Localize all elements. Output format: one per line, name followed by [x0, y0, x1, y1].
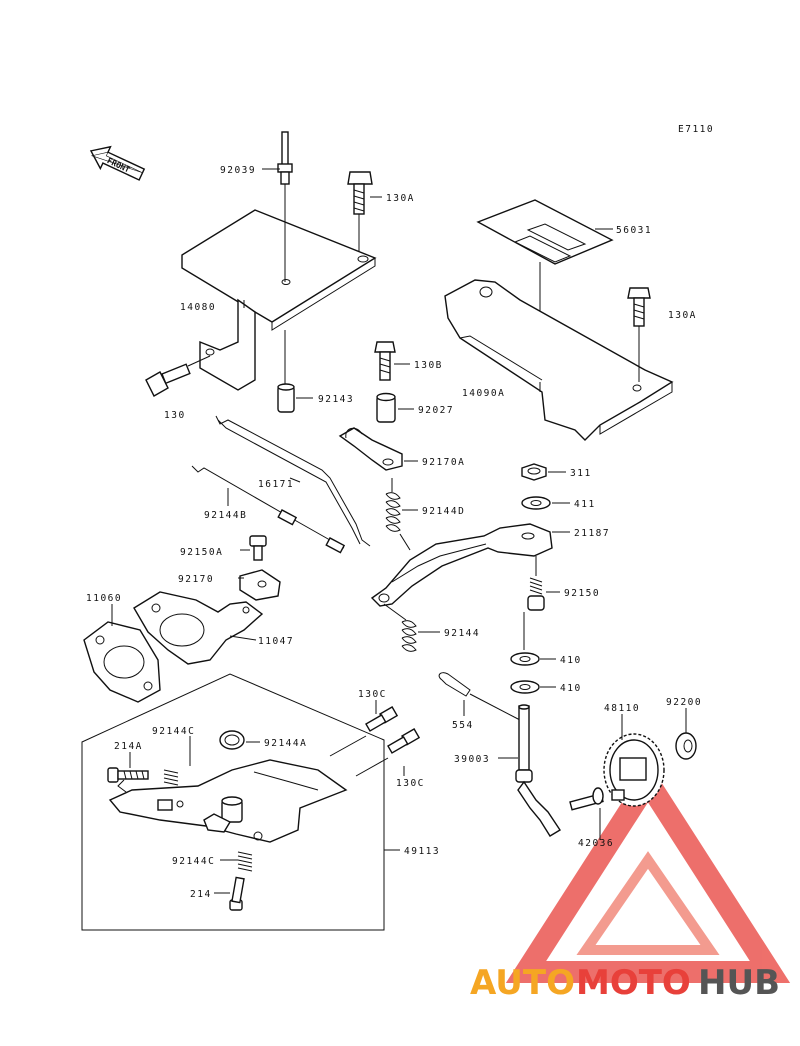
label-130A-top: 130A — [386, 193, 415, 204]
washer-92200 — [675, 732, 697, 760]
washer-411 — [521, 496, 551, 510]
spring-92144 — [383, 603, 417, 652]
leader-lines — [111, 168, 687, 894]
bolt-130A-top — [347, 171, 373, 252]
lever-21187 — [370, 523, 553, 607]
label-411: 411 — [574, 499, 596, 510]
label-92200: 92200 — [666, 697, 702, 708]
label-410-upper: 410 — [560, 655, 582, 666]
label-11060: 11060 — [86, 593, 122, 604]
pin-554 — [438, 672, 521, 721]
label-92150A: 92150A — [180, 547, 223, 558]
washer-410-lower — [510, 680, 540, 694]
label-130A-right: 130A — [668, 310, 697, 321]
label-92144C-lower: 92144C — [172, 856, 215, 867]
watermark-logo — [505, 761, 791, 983]
bolt-130C-upper — [329, 706, 399, 757]
bolt-130C-lower — [355, 728, 421, 777]
label-16171: 16171 — [258, 479, 294, 490]
rod-16171 — [215, 415, 371, 547]
label-92143: 92143 — [318, 394, 354, 405]
label-49113: 49113 — [404, 846, 440, 857]
label-130C-upper: 130C — [358, 689, 387, 700]
plate-11047 — [133, 591, 264, 665]
clamp-92170 — [239, 569, 281, 601]
label-214: 214 — [190, 889, 212, 900]
assembly-box-49113 — [81, 673, 385, 931]
control-plate — [108, 759, 348, 843]
watermark-auto: AUTO — [470, 963, 575, 1003]
spring-92150 — [523, 556, 545, 650]
clamp-92170A — [338, 427, 403, 471]
watermark-moto: MOTO — [576, 963, 691, 1003]
label-14080: 14080 — [180, 302, 216, 313]
label-214A: 214A — [114, 741, 143, 752]
watermark-text: AUTO MOTO HUB — [470, 963, 780, 1003]
part-labels: E7110 92039 130A 56031 14080 130A 130B 1… — [86, 124, 714, 900]
label-130: 130 — [164, 410, 186, 421]
label-11047: 11047 — [258, 636, 294, 647]
shaft-39003 — [515, 704, 561, 837]
label-92144A: 92144A — [264, 738, 307, 749]
bolt-214A — [107, 767, 149, 783]
spring-92144A — [219, 730, 245, 750]
label-92144C-upper: 92144C — [152, 726, 195, 737]
label-410-lower: 410 — [560, 683, 582, 694]
shaft-42036 — [569, 787, 604, 840]
spring-92144B — [191, 465, 346, 554]
bolt-130B — [374, 341, 396, 381]
diagram-code: E7110 — [678, 124, 714, 135]
label-14090A: 14090A — [462, 388, 505, 399]
bolt-214 — [229, 876, 245, 911]
label-554: 554 — [452, 720, 474, 731]
gasket-11060 — [83, 621, 161, 703]
bolt-92150A — [249, 535, 267, 561]
washer-410-upper — [510, 652, 540, 666]
spring-92144C-lower — [237, 851, 253, 872]
label-92039: 92039 — [220, 165, 256, 176]
nut-311 — [521, 463, 547, 481]
pin-92039 — [277, 131, 293, 282]
label-92170A: 92170A — [422, 457, 465, 468]
sticker-56031 — [476, 199, 614, 335]
label-39003: 39003 — [454, 754, 490, 765]
collar-92027 — [376, 392, 396, 423]
label-92144D: 92144D — [422, 506, 465, 517]
label-56031: 56031 — [616, 225, 652, 236]
watermark-hub: HUB — [698, 963, 780, 1003]
label-48110: 48110 — [604, 703, 640, 714]
label-130C-lower: 130C — [396, 778, 425, 789]
label-92144B: 92144B — [204, 510, 247, 521]
spring-92144D — [385, 478, 411, 551]
gear-48110 — [603, 733, 665, 807]
label-130B: 130B — [414, 360, 443, 371]
front-arrow-icon: FRONT — [89, 145, 146, 181]
label-311: 311 — [570, 468, 592, 479]
label-92150: 92150 — [564, 588, 600, 599]
label-21187: 21187 — [574, 528, 610, 539]
label-92170: 92170 — [178, 574, 214, 585]
bracket-14090A — [444, 279, 674, 441]
spring-92144C-upper — [163, 769, 179, 786]
bracket-14080 — [181, 209, 377, 391]
collar-92143 — [277, 330, 295, 413]
label-42036: 42036 — [578, 838, 614, 849]
bolt-130A-right — [627, 287, 651, 382]
bolt-130 — [145, 355, 211, 397]
label-92144: 92144 — [444, 628, 480, 639]
label-92027: 92027 — [418, 405, 454, 416]
